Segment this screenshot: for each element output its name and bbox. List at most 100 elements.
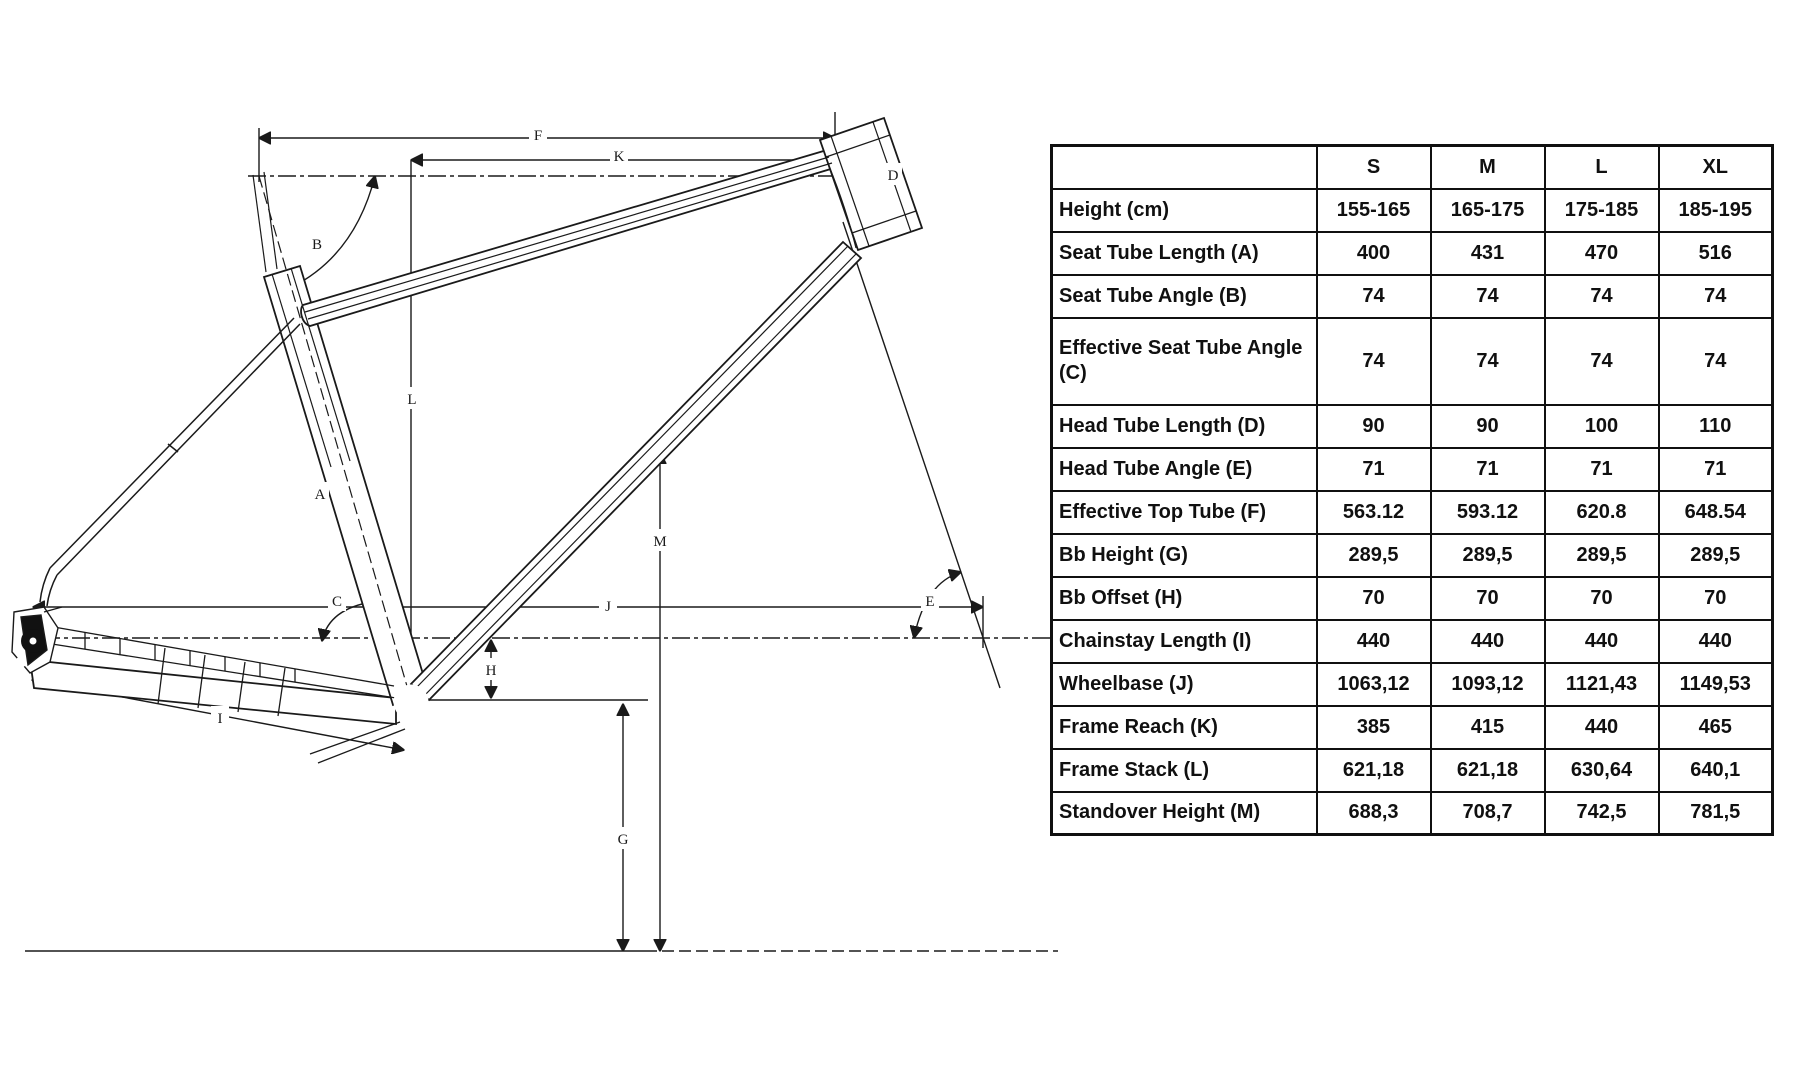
chainring-edge <box>317 728 406 764</box>
row-value: 74 <box>1543 316 1660 406</box>
dim-letter-M: M <box>653 534 666 550</box>
row-value: 1063,12 <box>1315 661 1432 707</box>
row-value: 70 <box>1429 575 1546 621</box>
row-value: 100 <box>1543 403 1660 449</box>
rear-dropout <box>11 606 63 674</box>
dim-label-E: E <box>921 589 939 611</box>
row-value: 74 <box>1657 273 1774 319</box>
row-value: 155-165 <box>1315 187 1432 233</box>
seat-stay-joint <box>167 443 179 453</box>
row-value: 708,7 <box>1429 790 1546 836</box>
row-value: 781,5 <box>1657 790 1774 836</box>
row-value: 289,5 <box>1315 532 1432 578</box>
row-value: 74 <box>1543 273 1660 319</box>
row-value: 440 <box>1429 618 1546 664</box>
down-tube <box>409 240 863 702</box>
row-label: Frame Reach (K) <box>1050 704 1318 750</box>
size-header-M: M <box>1429 144 1546 190</box>
row-value: 90 <box>1315 403 1432 449</box>
seat-tube <box>262 264 431 707</box>
row-value: 440 <box>1543 618 1660 664</box>
dimension-lines <box>32 112 984 951</box>
top-tube-wall <box>307 162 833 320</box>
headset-cup <box>851 210 917 234</box>
row-label: Frame Stack (L) <box>1050 747 1318 793</box>
cable-port <box>786 217 803 232</box>
seat-stay <box>39 317 301 607</box>
dim-label-F: F <box>529 123 547 145</box>
dropout-eyelet <box>15 656 27 668</box>
row-value: 563.12 <box>1315 489 1432 535</box>
row-value: 516 <box>1657 230 1774 276</box>
chainring-edge <box>309 721 401 755</box>
row-label: Head Tube Angle (E) <box>1050 446 1318 492</box>
corner-cell <box>1050 144 1318 190</box>
head-tube <box>818 116 924 252</box>
row-value: 110 <box>1657 403 1774 449</box>
row-value: 70 <box>1543 575 1660 621</box>
top-tube-wall <box>304 156 830 313</box>
row-value: 431 <box>1429 230 1546 276</box>
row-value: 70 <box>1315 575 1432 621</box>
row-value: 74 <box>1315 316 1432 406</box>
row-value: 415 <box>1429 704 1546 750</box>
row-value: 289,5 <box>1429 532 1546 578</box>
row-value: 742,5 <box>1543 790 1660 836</box>
row-value: 621,18 <box>1315 747 1432 793</box>
mount-boss <box>57 618 71 624</box>
row-value: 74 <box>1429 273 1546 319</box>
dim-label-D: D <box>884 163 902 185</box>
seat-stay-edge <box>49 317 295 569</box>
seatpost-wall <box>271 273 332 468</box>
row-value: 440 <box>1543 704 1660 750</box>
dim-label-K: K <box>610 144 628 166</box>
dim-letter-C: C <box>332 594 342 610</box>
size-header-XL: XL <box>1657 144 1774 190</box>
stay-division <box>157 647 166 705</box>
row-value: 175-185 <box>1543 187 1660 233</box>
dim-label-J: J <box>599 594 617 616</box>
chain-line <box>51 643 397 699</box>
dimension-labels: F K B D L A M <box>211 123 939 849</box>
row-value: 640,1 <box>1657 747 1774 793</box>
fork-axis-line <box>842 221 1001 689</box>
row-value: 620.8 <box>1543 489 1660 535</box>
row-value: 385 <box>1315 704 1432 750</box>
row-label: Effective Top Tube (F) <box>1050 489 1318 535</box>
stay-division <box>237 661 246 713</box>
row-label: Effective Seat Tube Angle (C) <box>1050 316 1318 406</box>
seat-stay-bend <box>46 574 58 607</box>
tube-details <box>252 121 917 697</box>
dim-letter-G: G <box>618 832 629 848</box>
row-value: 165-175 <box>1429 187 1546 233</box>
dim-letter-I: I <box>218 711 223 727</box>
row-value: 1149,53 <box>1657 661 1774 707</box>
mount-boss <box>88 624 101 630</box>
headset-cup <box>825 134 891 158</box>
seat-axis-ext <box>252 174 267 273</box>
row-value: 289,5 <box>1657 532 1774 578</box>
dim-letter-A: A <box>315 487 326 503</box>
dim-label-A: A <box>311 482 329 504</box>
row-label: Head Tube Length (D) <box>1050 403 1318 449</box>
row-value: 185-195 <box>1657 187 1774 233</box>
row-label: Wheelbase (J) <box>1050 661 1318 707</box>
dim-label-C: C <box>328 589 346 611</box>
row-value: 1093,12 <box>1429 661 1546 707</box>
dim-letter-K: K <box>614 149 625 165</box>
row-value: 440 <box>1315 618 1432 664</box>
row-label: Seat Tube Angle (B) <box>1050 273 1318 319</box>
row-value: 648.54 <box>1657 489 1774 535</box>
size-header-L: L <box>1543 144 1660 190</box>
size-header-S: S <box>1315 144 1432 190</box>
row-value: 71 <box>1315 446 1432 492</box>
